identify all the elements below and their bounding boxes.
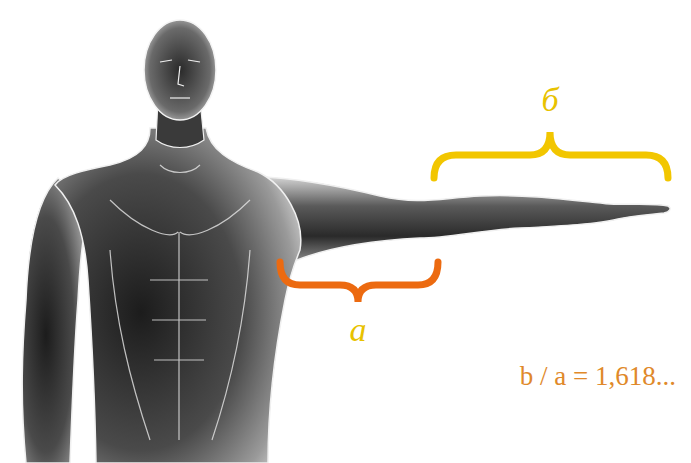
torso [55, 128, 301, 463]
right-arm [250, 176, 670, 262]
ratio-formula: b / a = 1,618... [520, 363, 676, 390]
head [144, 20, 216, 120]
length-label: б [541, 83, 558, 117]
length-label: a [350, 313, 367, 347]
face-lines [160, 60, 200, 98]
brace-b [434, 132, 668, 178]
brace-a [280, 262, 438, 302]
muscle-lines [110, 165, 250, 440]
